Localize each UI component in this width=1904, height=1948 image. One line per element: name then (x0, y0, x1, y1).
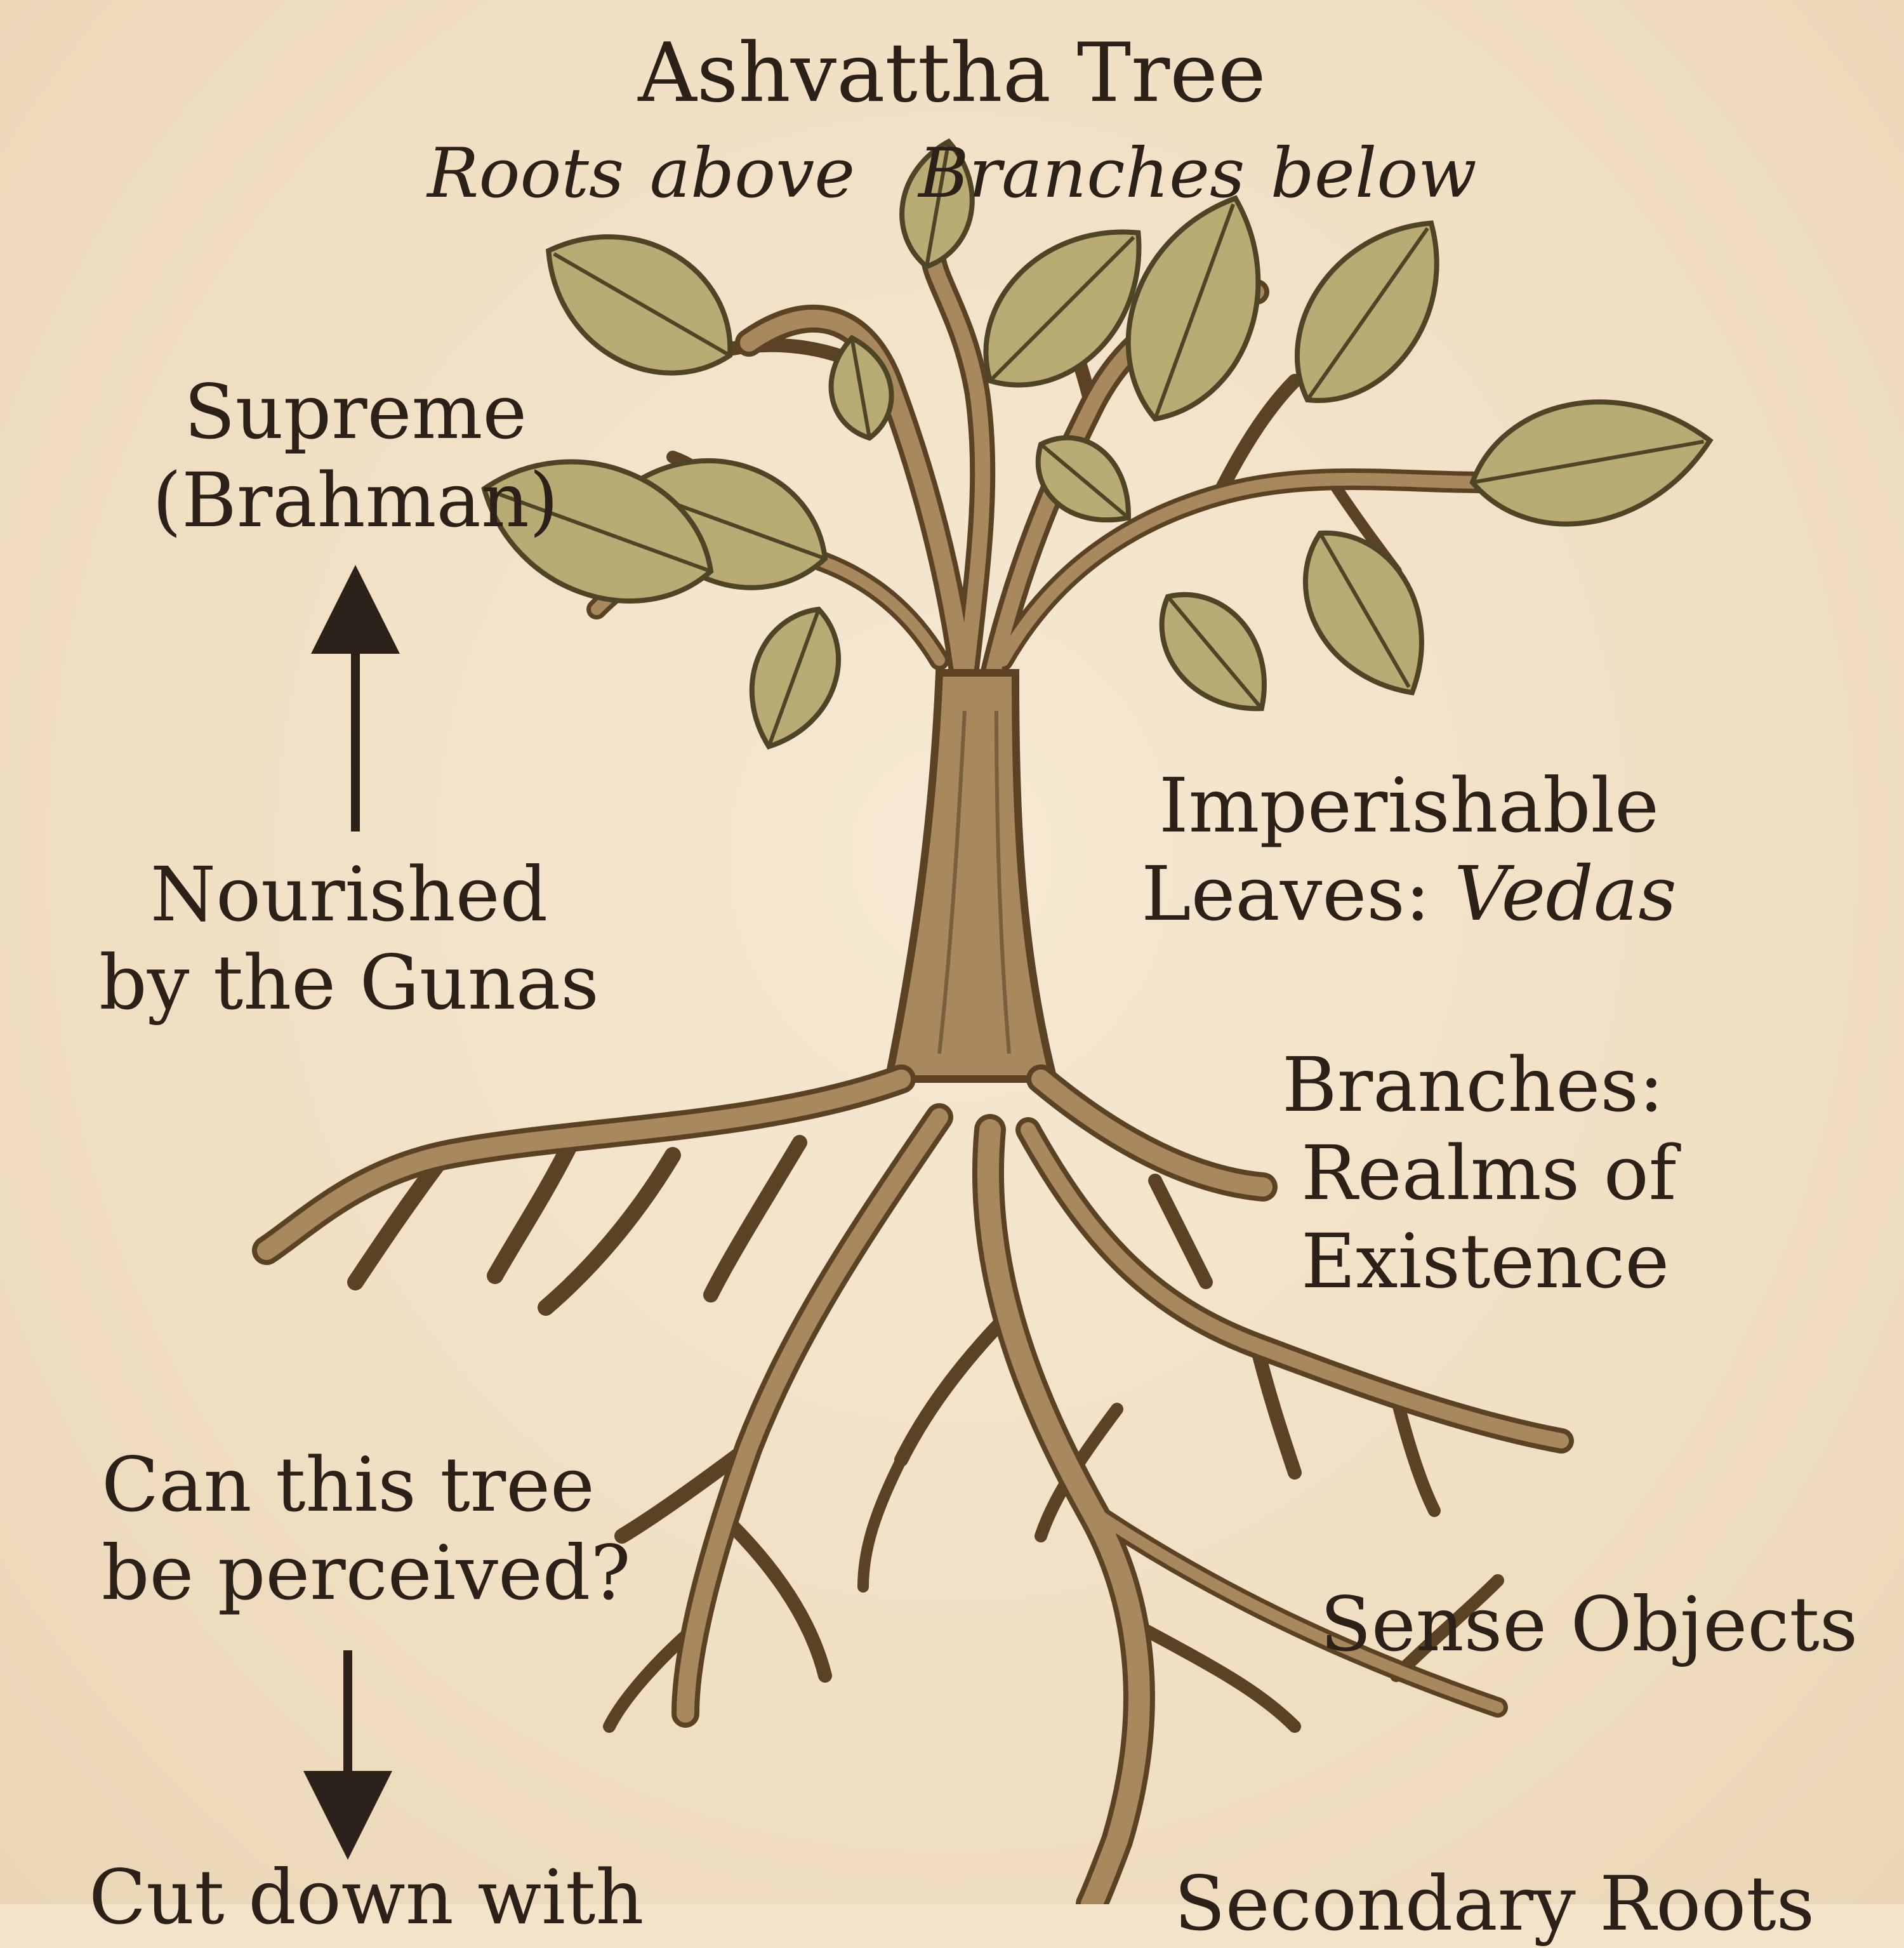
page-title: Ashvattha Tree (0, 25, 1904, 121)
label-question: Can this tree be perceived? (102, 1441, 631, 1617)
label-sense-objects: Sense Objects (1320, 1580, 1858, 1669)
label-supreme: Supreme (Brahman) (114, 368, 597, 545)
label-nourished-line2: by the Gunas (89, 939, 609, 1027)
label-imperishable-line1: Imperishable (1117, 762, 1701, 850)
label-question-line1: Can this tree (102, 1441, 631, 1529)
leaf-icon (1137, 571, 1293, 734)
label-branches-line2: Realms of (1282, 1129, 1676, 1217)
label-branches-line1: Branches: (1282, 1041, 1676, 1129)
leaf-icon (1462, 382, 1721, 541)
label-question-line2: be perceived? (102, 1529, 631, 1617)
label-branches: Branches: Realms of Existence (1282, 1041, 1676, 1306)
tree-trunk (889, 673, 1054, 1079)
leaf-icon (1262, 192, 1476, 432)
label-nourished: Nourished by the Gunas (89, 851, 609, 1027)
leaf-cluster (462, 136, 1720, 760)
label-supreme-line1: Supreme (114, 368, 597, 456)
subtitle-left: Roots above (427, 134, 855, 213)
label-supreme-line2: (Brahman) (114, 456, 597, 545)
label-nourished-line1: Nourished (89, 851, 609, 939)
leaf-icon (731, 595, 857, 760)
label-imperishable: Imperishable Leaves: Vedas (1117, 762, 1701, 938)
label-cut-down: Cut down with (89, 1853, 644, 1942)
subtitle-right: Branches below (918, 134, 1477, 213)
label-branches-line3: Existence (1282, 1217, 1676, 1306)
page-subtitle: Roots above Branches below (0, 133, 1904, 214)
label-imperishable-line2: Leaves: Vedas (1117, 850, 1701, 938)
